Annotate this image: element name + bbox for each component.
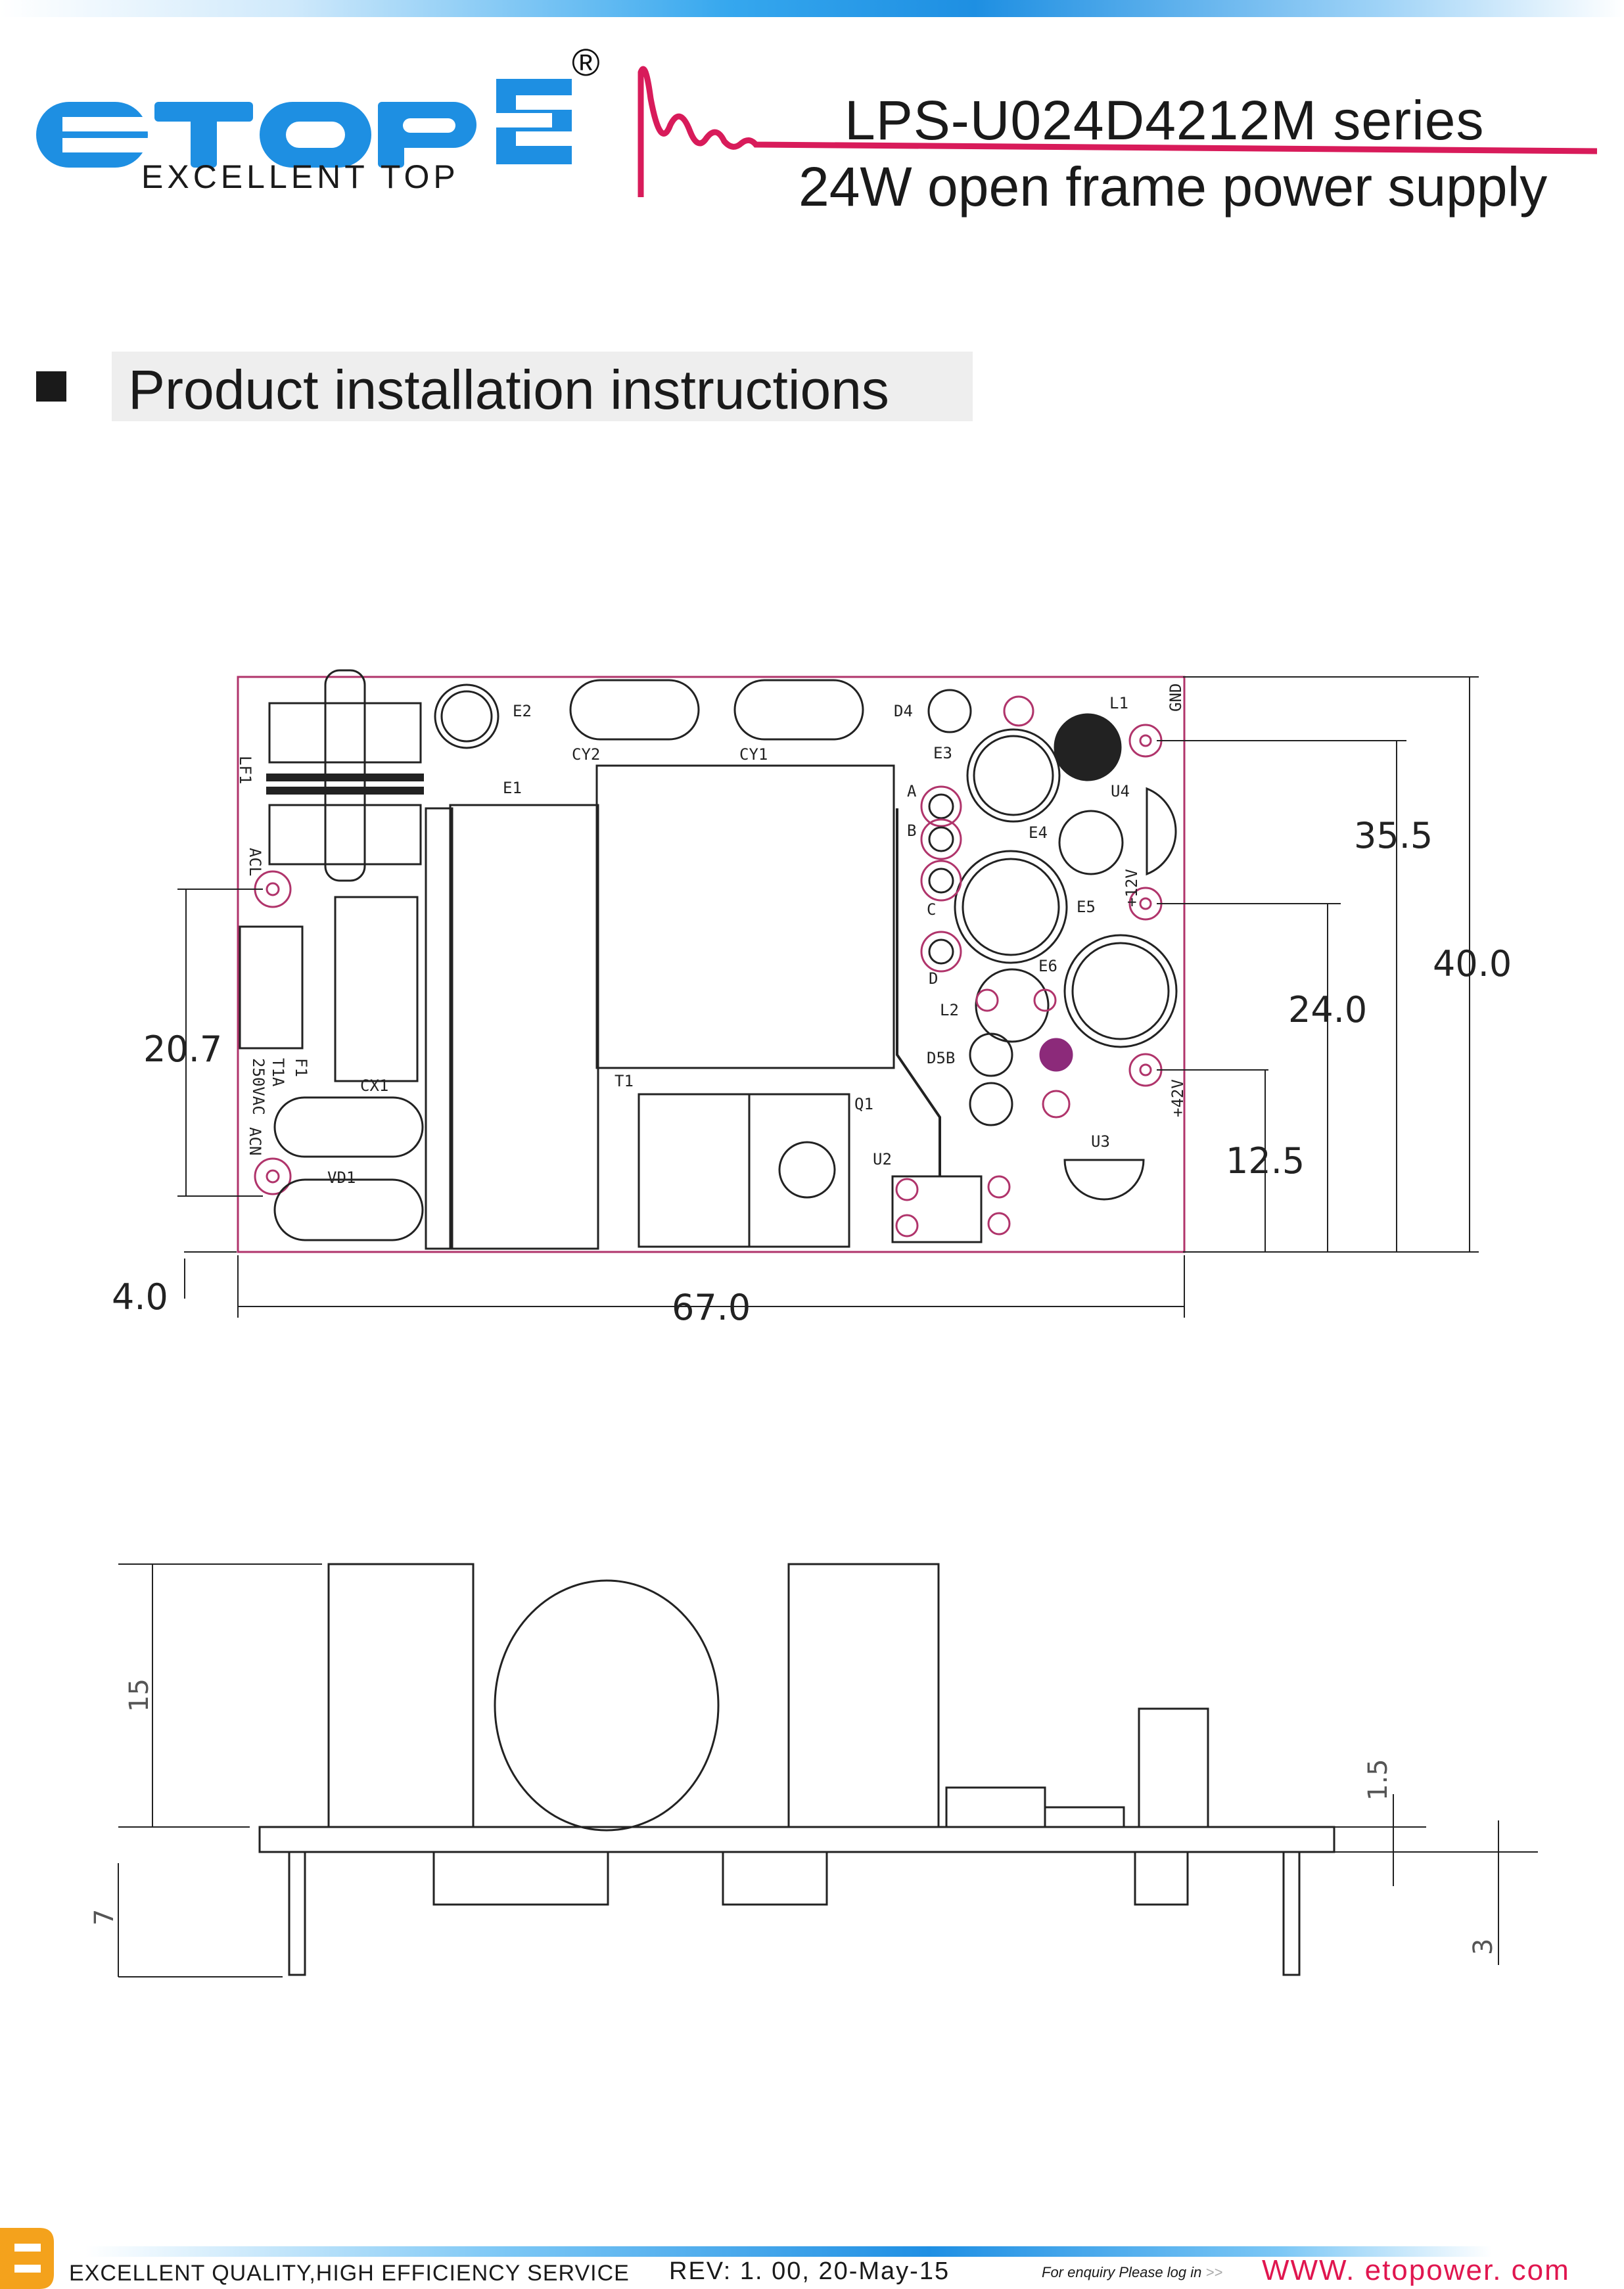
label-e3: E3 bbox=[933, 744, 952, 762]
waveform-decoration bbox=[638, 66, 1597, 197]
dim-side-7: 7 bbox=[89, 1909, 120, 1926]
label-e1: E1 bbox=[503, 779, 522, 797]
label-42v: +42V bbox=[1169, 1079, 1187, 1117]
label-u3: U3 bbox=[1091, 1132, 1110, 1151]
footer-website-link[interactable]: WWW. etopower. com bbox=[1262, 2254, 1570, 2286]
label-e2: E2 bbox=[513, 702, 532, 720]
label-u2: U2 bbox=[873, 1150, 892, 1168]
label-e5: E5 bbox=[1077, 898, 1096, 916]
label-vd1: VD1 bbox=[327, 1168, 356, 1187]
label-acl: ACL bbox=[246, 848, 264, 876]
label-250vac: 250VAC bbox=[249, 1058, 267, 1115]
etop-logo: EXCELLENT TOP bbox=[36, 46, 615, 204]
label-f1: F1 bbox=[292, 1058, 310, 1077]
label-cx1: CX1 bbox=[360, 1076, 388, 1095]
label-t1: T1 bbox=[615, 1072, 634, 1090]
etop-logo-wordmark bbox=[36, 79, 572, 168]
dim-40-0: 40.0 bbox=[1433, 943, 1512, 984]
double-chevron-icon: >> bbox=[1205, 2264, 1223, 2280]
dim-12-5: 12.5 bbox=[1226, 1140, 1305, 1182]
footer-revision: REV: 1. 00, 20-May-15 bbox=[669, 2257, 950, 2285]
dim-side-1-5: 1.5 bbox=[1363, 1759, 1393, 1801]
registered-mark: ® bbox=[572, 41, 600, 84]
pcb-outline bbox=[237, 676, 1186, 1253]
dim-side-3: 3 bbox=[1468, 1939, 1498, 1955]
footer-e-badge-icon bbox=[0, 2228, 54, 2289]
series-title: LPS-U024D4212M series bbox=[845, 89, 1485, 151]
dim-side-15: 15 bbox=[124, 1678, 154, 1712]
side-pcb bbox=[258, 1826, 1335, 1853]
label-l1: L1 bbox=[1109, 694, 1128, 712]
label-acn: ACN bbox=[246, 1127, 264, 1155]
label-cy1: CY1 bbox=[739, 745, 768, 764]
dim-20-7: 20.7 bbox=[143, 1029, 222, 1070]
footer-enquiry: For enquiry Please log in >> bbox=[1042, 2264, 1222, 2281]
label-q1: Q1 bbox=[854, 1095, 873, 1113]
section-title: Product installation instructions bbox=[128, 359, 889, 421]
label-lf1: LF1 bbox=[236, 756, 254, 784]
label-pad-b: B bbox=[907, 821, 916, 840]
footer-slogan: EXCELLENT QUALITY,HIGH EFFICIENCY SERVIC… bbox=[69, 2261, 630, 2286]
dim-35-5: 35.5 bbox=[1354, 815, 1433, 856]
dim-4-0: 4.0 bbox=[112, 1276, 168, 1318]
square-bullet-icon bbox=[36, 371, 66, 402]
label-cy2: CY2 bbox=[572, 745, 600, 764]
label-d5b: D5B bbox=[927, 1049, 955, 1067]
label-pad-a: A bbox=[907, 782, 917, 800]
label-e6: E6 bbox=[1038, 957, 1057, 975]
top-gradient-bar bbox=[0, 0, 1624, 17]
footer-enquiry-text: For enquiry Please log in bbox=[1042, 2264, 1202, 2280]
section-heading-background bbox=[112, 352, 973, 421]
label-l2: L2 bbox=[940, 1001, 959, 1019]
footer-gradient-line bbox=[85, 2246, 1492, 2257]
label-e4: E4 bbox=[1029, 823, 1048, 842]
brand-tagline: EXCELLENT TOP bbox=[141, 158, 459, 195]
label-pad-d: D bbox=[929, 969, 938, 988]
label-gnd: GND bbox=[1167, 683, 1185, 712]
label-12v: +12V bbox=[1123, 869, 1141, 907]
dim-24-0: 24.0 bbox=[1288, 989, 1367, 1030]
label-u4: U4 bbox=[1111, 782, 1130, 800]
label-t1a: T1A bbox=[269, 1058, 287, 1087]
label-d4: D4 bbox=[894, 702, 913, 720]
product-subtitle: 24W open frame power supply bbox=[799, 156, 1548, 218]
label-pad-c: C bbox=[927, 900, 936, 919]
dim-67-0: 67.0 bbox=[672, 1287, 751, 1328]
